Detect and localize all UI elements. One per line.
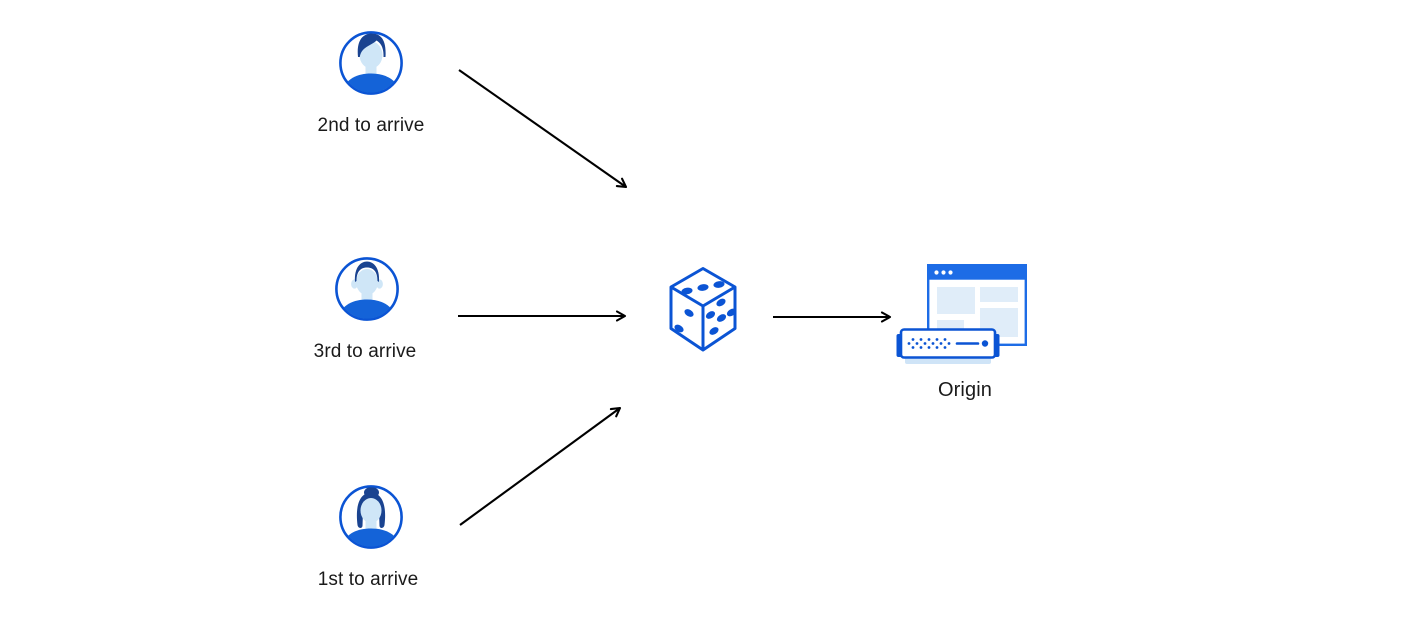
dice-node [668,266,740,354]
man-short-hair-avatar-icon [335,257,399,321]
woman-bun-hair-avatar-icon [339,485,403,549]
arrow-visitor-1st-to-dice [459,406,622,526]
visitor-2nd-node: 2nd to arrive [318,30,424,136]
visitor-2nd-label: 2nd to arrive [317,115,425,136]
dice-icon [669,267,737,352]
server-icon [896,328,1000,364]
server-vent-dots [907,338,951,349]
visitor-1st-node: 1st to arrive [318,484,418,590]
origin-node: Origin [890,258,1040,408]
visitor-3rd-node: 3rd to arrive [314,256,416,362]
origin-label: Origin [938,379,992,401]
arrow-visitor-2nd-to-dice [458,69,628,189]
man-swoosh-hair-avatar-icon [339,31,403,95]
server-status-light [981,340,989,347]
visitor-3rd-label: 3rd to arrive [313,341,417,362]
visitor-1st-label: 1st to arrive [317,569,419,590]
